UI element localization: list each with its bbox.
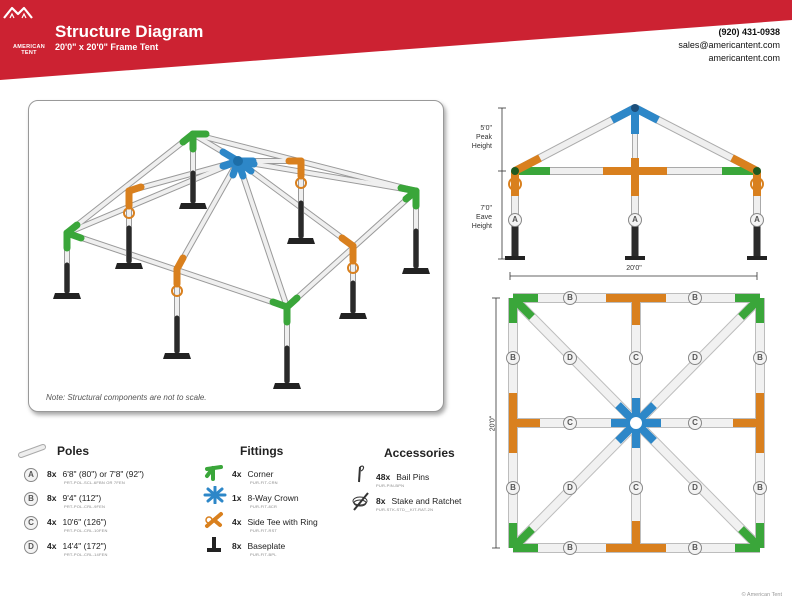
side-pole-a-left-label: A (508, 213, 522, 227)
plan-pole-d-label: D (688, 481, 702, 495)
pole-a-qty: 8x (47, 469, 57, 479)
baseplate-qty: 8x (232, 541, 242, 551)
plan-pole-b-label: B (753, 481, 767, 495)
pole-b-qty: 8x (47, 493, 57, 503)
pole-a-badge: A (24, 468, 38, 482)
pole-b-badge: B (24, 492, 38, 506)
pole-c-row: 4x 10'6" (126") (47, 517, 107, 527)
crown-qty: 1x (232, 493, 242, 503)
side-tee-code: PUR-FIT-RST (250, 528, 278, 533)
pole-d-badge: D (24, 540, 38, 554)
peak-height-label-2: Height (471, 143, 492, 150)
peak-height-dimension: 5'0" Peak Height (450, 124, 492, 151)
stake-ratchet-row: 8x Stake and Ratchet (376, 496, 461, 506)
poles-heading: Poles (57, 444, 90, 458)
crown-fitting-icon (203, 486, 227, 504)
peak-height-label-1: Peak (476, 134, 492, 141)
contact-block: (920) 431-0938 sales@americantent.com am… (678, 26, 780, 65)
isometric-view-panel (28, 100, 444, 412)
crown-desc: 8-Way Crown (247, 493, 299, 503)
side-tee-desc: Side Tee with Ring (247, 517, 318, 527)
plan-pole-b-label: B (753, 351, 767, 365)
contact-email[interactable]: sales@americantent.com (678, 40, 780, 50)
crown-fitting-row: 1x 8-Way Crown (232, 493, 299, 503)
plan-pole-b-label: B (506, 481, 520, 495)
eave-height-label-1: Eave (476, 214, 492, 221)
american-tent-logo (3, 6, 33, 19)
baseplate-code: PUR-FIT-BPL (250, 552, 277, 557)
bail-pin-qty: 48x (376, 472, 391, 482)
pole-a-row: 8x 6'8" (80") or 7'8" (92") (47, 469, 144, 479)
logo-text: AMERICAN TENT (12, 44, 46, 56)
side-tee-row: 4x Side Tee with Ring (232, 517, 318, 527)
contact-phone[interactable]: (920) 431-0938 (718, 27, 780, 37)
eave-height-value: 7'0" (480, 205, 492, 212)
pole-d-code: PRT-POL-CRL-14FEN (64, 552, 108, 557)
pole-a-desc: 6'8" (80") or 7'8" (92") (62, 469, 144, 479)
plan-pole-c-label: C (563, 416, 577, 430)
pole-d-desc: 14'4" (172") (62, 541, 107, 551)
baseplate-row: 8x Baseplate (232, 541, 285, 551)
side-width-dimension: 20'0" (626, 265, 642, 272)
pole-a-code: PRT-POL-SCL-6FBN OR 7FEN (64, 480, 125, 485)
pole-c-qty: 4x (47, 517, 57, 527)
plan-pole-c-label: C (629, 351, 643, 365)
side-elevation-diagram (498, 104, 767, 280)
plan-pole-b-label: B (563, 291, 577, 305)
pole-c-desc: 10'6" (126") (62, 517, 107, 527)
eave-height-dimension: 7'0" Eave Height (450, 204, 492, 231)
eave-height-label-2: Height (471, 223, 492, 230)
fittings-heading: Fittings (240, 444, 284, 458)
plan-pole-b-label: B (688, 541, 702, 555)
side-tee-qty: 4x (232, 517, 242, 527)
pole-b-desc: 9'4" (112") (62, 493, 102, 503)
contact-website[interactable]: americantent.com (708, 53, 780, 63)
plan-pole-c-label: C (629, 481, 643, 495)
page-title: Structure Diagram (55, 22, 204, 41)
stake-ratchet-desc: Stake and Ratchet (391, 496, 462, 506)
stake-ratchet-qty: 8x (376, 496, 386, 506)
plan-pole-c-label: C (688, 416, 702, 430)
isometric-frame-diagram (53, 130, 430, 389)
bail-pin-desc: Bail Pins (396, 472, 430, 482)
side-pole-a-center-label: A (628, 213, 642, 227)
bail-pin-code: PUR-PIN-BPN (376, 483, 405, 488)
plan-view-diagram (492, 293, 765, 553)
pole-b-row: 8x 9'4" (112") (47, 493, 101, 503)
stake-ratchet-icon (352, 492, 369, 511)
peak-height-value: 5'0" (480, 125, 492, 132)
accessories-heading: Accessories (384, 446, 455, 460)
scale-note: Note: Structural components are not to s… (46, 393, 207, 402)
bail-pin-row: 48x Bail Pins (376, 472, 429, 482)
plan-depth-dimension: 20'0" (489, 415, 497, 432)
pole-c-code: PRT-POL-CRL-10FEN (64, 528, 108, 533)
baseplate-icon (207, 537, 221, 552)
pole-d-qty: 4x (47, 541, 57, 551)
header-background (0, 0, 792, 80)
plan-pole-d-label: D (563, 351, 577, 365)
plan-pole-d-label: D (563, 481, 577, 495)
pole-icon (18, 444, 46, 458)
bail-pin-icon (358, 465, 365, 483)
plan-pole-b-label: B (563, 541, 577, 555)
side-pole-a-right-label: A (750, 213, 764, 227)
corner-fitting-row: 4x Corner (232, 469, 273, 479)
crown-code: PUR-FIT-8CR (250, 504, 278, 509)
pole-b-code: PRT-POL-CRL-9FEN (64, 504, 106, 509)
baseplate-desc: Baseplate (247, 541, 286, 551)
stake-ratchet-code: PUR-STK-STD__KIT-RAT-2N (376, 507, 434, 512)
pole-c-badge: C (24, 516, 38, 530)
corner-fitting-icon (205, 465, 223, 481)
plan-pole-b-label: B (688, 291, 702, 305)
corner-code: PUR-FIT-CRN (250, 480, 278, 485)
header-banner: AMERICAN TENT Structure Diagram 20'0" x … (0, 0, 792, 80)
plan-pole-b-label: B (506, 351, 520, 365)
corner-qty: 4x (232, 469, 242, 479)
plan-pole-d-label: D (688, 351, 702, 365)
pole-d-row: 4x 14'4" (172") (47, 541, 107, 551)
corner-desc: Corner (247, 469, 274, 479)
side-tee-icon (205, 512, 223, 528)
copyright: © American Tent (741, 592, 782, 598)
page-subtitle: 20'0" x 20'0" Frame Tent (55, 42, 159, 52)
